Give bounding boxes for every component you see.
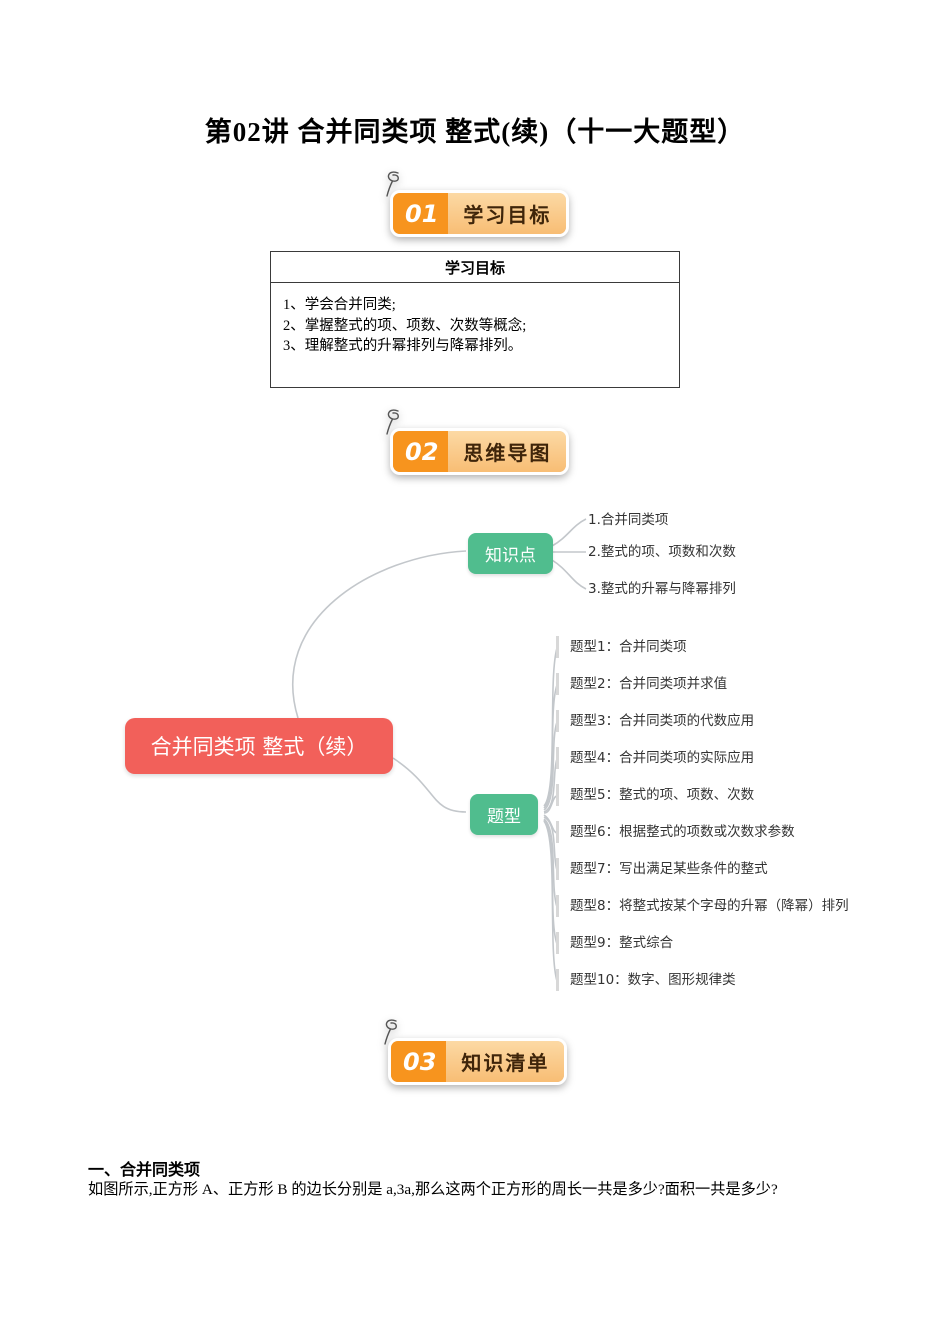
section-heading: 一、合并同类项 [88, 1162, 201, 1179]
learning-goals-table: 学习目标 1、学会合并同类; 2、掌握整式的项、项数、次数等概念; 3、理解整式… [270, 251, 680, 388]
mindmap-topic-item: 题型4：合并同类项的实际应用 [556, 747, 754, 769]
mindmap-knowledge-item: 3.整式的升幂与降幂排列 [588, 581, 736, 597]
badge-label: 思维导图 [448, 431, 567, 472]
mindmap-branch-knowledge: 知识点 [468, 533, 553, 574]
section-badge-knowledge-list: 03 知识清单 [384, 1019, 568, 1085]
mindmap-knowledge-item: 1.合并同类项 [588, 512, 669, 528]
mindmap-topic-item: 题型6：根据整式的项数或次数求参数 [556, 821, 795, 843]
badge-number: 03 [391, 1041, 447, 1082]
badge-label: 知识清单 [446, 1041, 565, 1082]
goals-table-body: 1、学会合并同类; 2、掌握整式的项、项数、次数等概念; 3、理解整式的升幂排列… [271, 283, 679, 387]
pin-squiggle-icon [386, 409, 399, 435]
mindmap-branch-topics: 题型 [470, 794, 538, 835]
mindmap-root-node: 合并同类项 整式（续） [125, 718, 393, 774]
section-paragraph: 如图所示,正方形 A、正方形 B 的边长分别是 a,3a,那么这两个正方形的周长… [88, 1181, 778, 1198]
page-title: 第02讲 合并同类项 整式(续)（十一大题型） [204, 117, 746, 147]
mindmap-topic-item: 题型5：整式的项、项数、次数 [556, 784, 754, 806]
mindmap-knowledge-item: 2.整式的项、项数和次数 [588, 544, 736, 560]
mindmap-topic-item: 题型1：合并同类项 [556, 636, 687, 658]
mindmap-topic-item: 题型2：合并同类项并求值 [556, 673, 727, 695]
badge-number: 01 [393, 193, 449, 234]
goal-item: 3、理解整式的升幂排列与降幂排列。 [283, 338, 523, 354]
mindmap-topic-item: 题型3：合并同类项的代数应用 [556, 710, 754, 732]
mindmap-topic-item: 题型10：数字、图形规律类 [556, 969, 736, 991]
goal-item: 1、学会合并同类; [283, 297, 396, 313]
mindmap-topic-item: 题型9：整式综合 [556, 932, 673, 954]
badge-label: 学习目标 [448, 193, 567, 234]
mindmap-topic-item: 题型7：写出满足某些条件的整式 [556, 858, 768, 880]
section-badge-goals: 01 学习目标 [386, 171, 570, 237]
goal-item: 2、掌握整式的项、项数、次数等概念; [283, 317, 527, 334]
pin-squiggle-icon [384, 1019, 397, 1045]
badge-number: 02 [393, 431, 449, 472]
mindmap-topic-item: 题型8：将整式按某个字母的升幂（降幂）排列 [556, 895, 849, 917]
goals-table-header: 学习目标 [271, 252, 679, 283]
pin-squiggle-icon [386, 171, 399, 197]
section-badge-mindmap: 02 思维导图 [386, 409, 570, 475]
